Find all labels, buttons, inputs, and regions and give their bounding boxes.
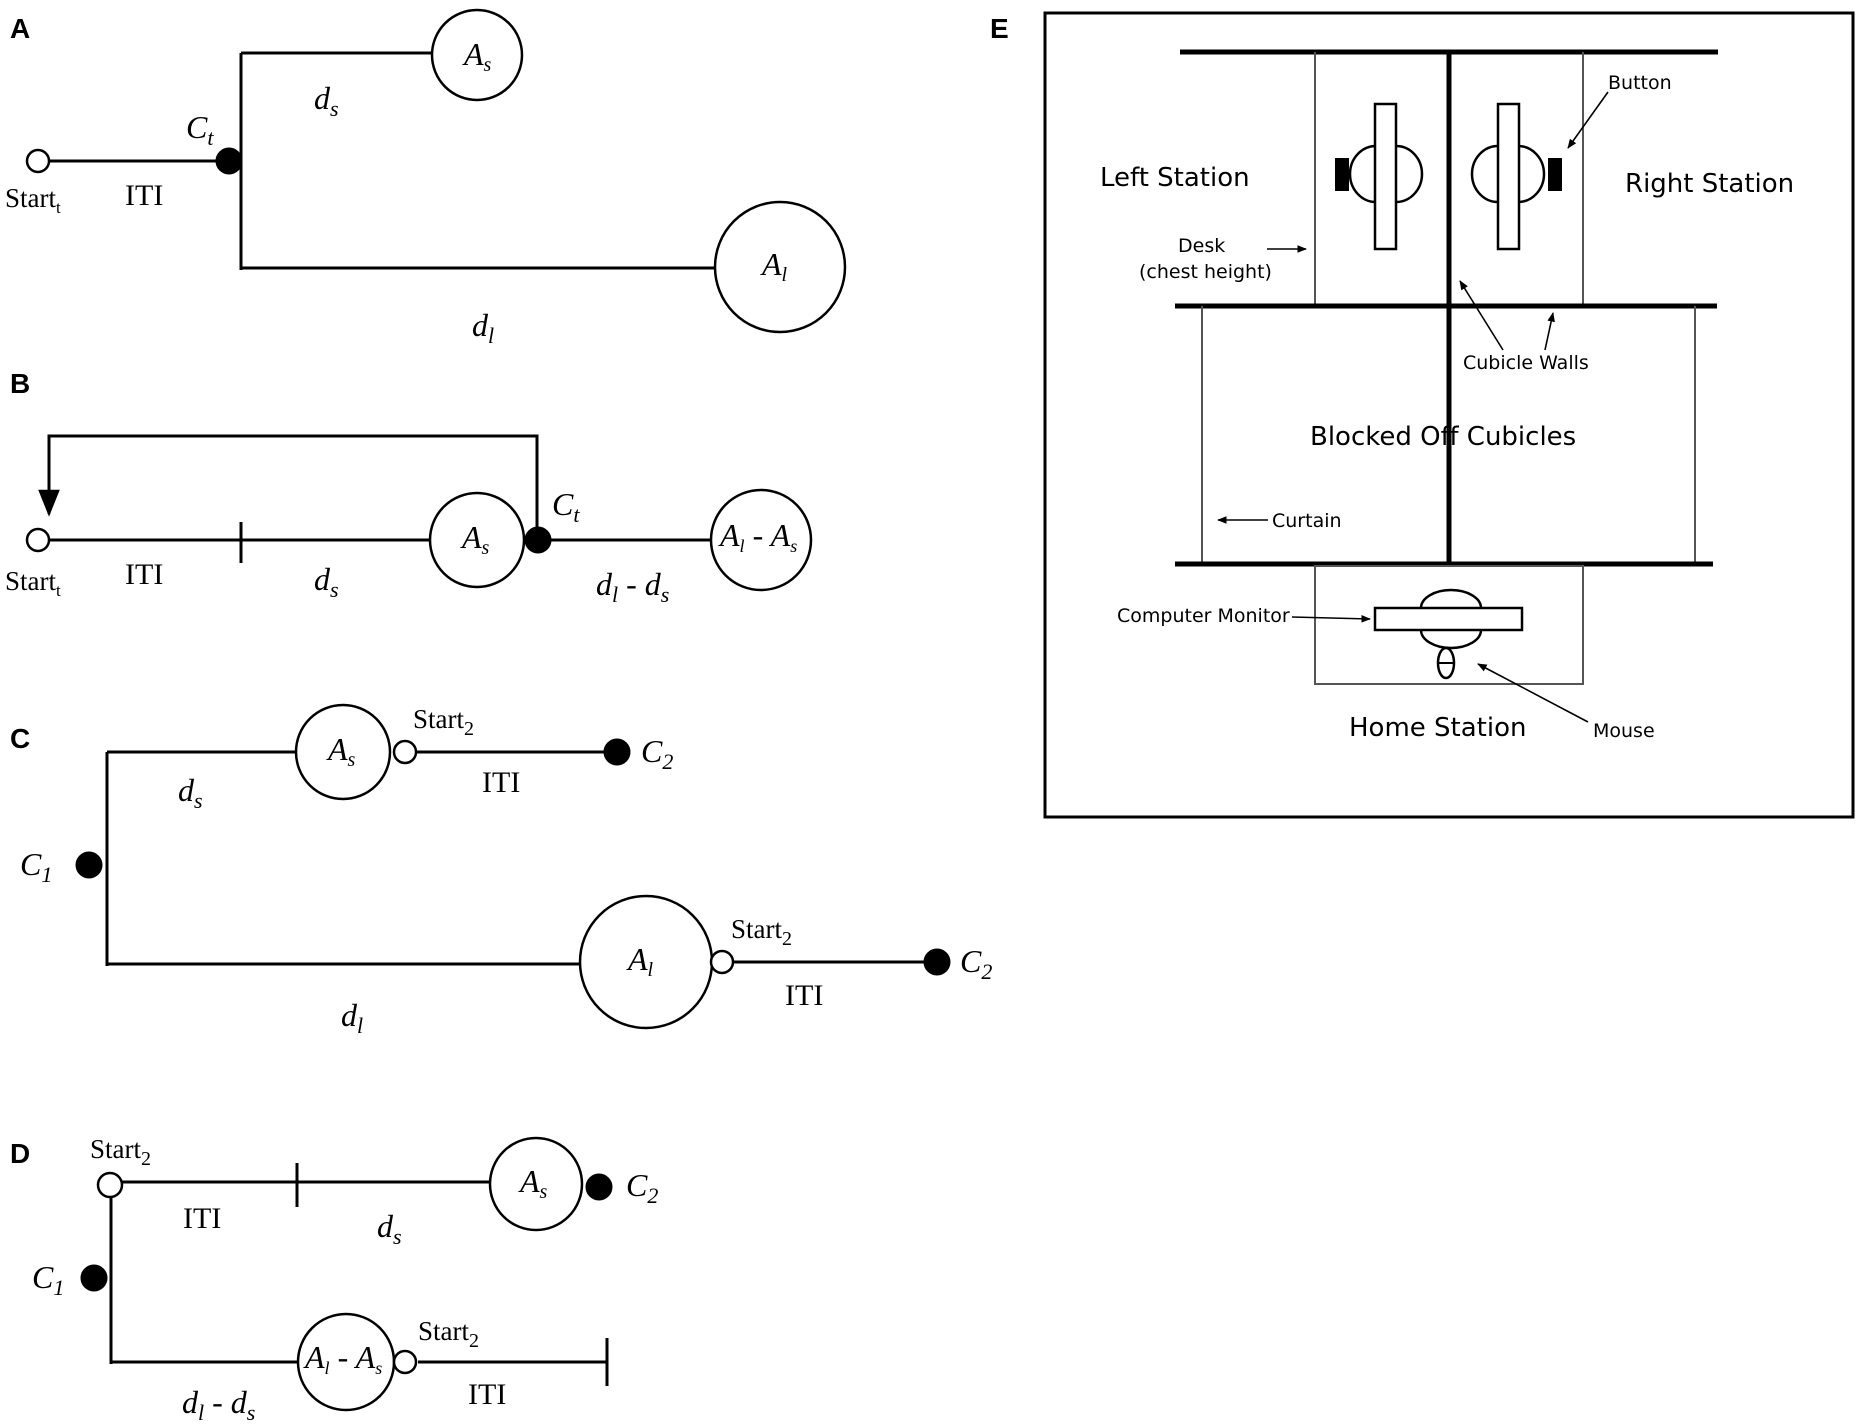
svg-text:dl: dl [341,997,363,1038]
svg-text:Ct: Ct [552,486,580,527]
panel-e-letter: E [990,13,1009,44]
svg-text:Al: Al [760,246,788,286]
svg-text:Al - As: Al - As [303,1339,382,1378]
right-monitor [1496,102,1521,251]
svg-text:C2: C2 [626,1167,658,1208]
svg-text:Al - As: Al - As [718,517,797,556]
label-curtain: Curtain [1272,510,1342,532]
start-t-node [25,527,51,553]
svg-text:Start2: Start2 [90,1134,151,1170]
node-a-l [713,200,847,334]
svg-text:Al: Al [626,941,654,981]
label-computer-monitor: Computer Monitor [1117,605,1290,627]
svg-text:C2: C2 [641,733,673,774]
choice-node-ct [524,526,552,554]
svg-text:Ct: Ct [186,109,214,150]
room-frame [1043,11,1855,819]
svg-text:As: As [460,519,490,559]
label-desk: Desk [1178,235,1225,257]
panel-d-letter: D [10,1138,30,1169]
start-2-node [392,1349,418,1375]
svg-text:As: As [326,731,356,771]
svg-text:ds: ds [314,561,339,602]
choice-node-ct [215,147,243,175]
svg-text:ITI: ITI [125,558,163,591]
label-blocked-off: Blocked Off Cubicles [1310,422,1576,452]
svg-text:C2: C2 [960,943,992,984]
svg-text:Startt: Startt [5,183,61,217]
svg-text:Startt: Startt [5,566,61,600]
svg-text:ITI: ITI [468,1378,506,1411]
right-button [1548,158,1562,191]
panel-c-letter: C [10,723,30,754]
start-2-node [96,1171,124,1199]
panel-c: C As Al Start2 Start2 ITI ITI C2 C2 C1 d… [10,703,992,1038]
choice-node-c1 [80,1264,108,1292]
label-left-station: Left Station [1100,163,1250,193]
node-a-s [428,491,526,589]
choice-node-c2 [923,948,951,976]
svg-text:ITI: ITI [183,1202,221,1235]
choice-node-c2 [585,1173,613,1201]
label-home-station: Home Station [1349,713,1526,743]
home-station-desk [1314,565,1584,685]
home-monitor [1373,606,1524,632]
svg-text:C1: C1 [32,1259,64,1300]
panel-b: B As Al - As Ct Startt ITI ds dl - ds [5,368,813,607]
choice-node-c2 [603,738,631,766]
panel-d: D Start2 Start2 As Al - As C2 C1 ITI ITI… [10,1134,658,1425]
node-al-minus-as [709,488,813,592]
svg-text:ds: ds [178,772,203,813]
node-a-s [488,1136,584,1232]
panel-a: A As Al Ct Startt ITI ds dl [5,8,847,348]
svg-text:Start2: Start2 [413,704,474,740]
start-2-node [709,949,735,975]
node-a-s [294,703,392,801]
svg-text:ITI: ITI [125,179,163,212]
svg-text:As: As [518,1163,548,1203]
label-button: Button [1608,72,1672,94]
label-desk-note: (chest height) [1139,261,1272,283]
svg-text:As: As [462,36,492,76]
start-t-node [25,148,51,174]
svg-text:ITI: ITI [785,979,823,1012]
start-2-node [392,739,418,765]
svg-text:ds: ds [314,80,339,121]
label-right-station: Right Station [1625,169,1794,199]
svg-text:ITI: ITI [482,766,520,799]
panel-a-letter: A [10,13,30,44]
svg-text:Start2: Start2 [418,1316,479,1352]
svg-text:ds: ds [377,1208,402,1249]
label-mouse: Mouse [1593,720,1655,742]
label-cubicle-walls: Cubicle Walls [1463,352,1589,374]
left-button [1335,158,1349,191]
svg-text:Start2: Start2 [731,914,792,950]
panel-b-letter: B [10,368,30,399]
svg-text:C1: C1 [20,846,52,887]
choice-node-c1 [75,851,103,879]
panel-e: E Left Station Right Station Button [990,11,1855,819]
svg-text:dl: dl [472,307,494,348]
left-monitor [1373,102,1398,251]
svg-text:dl - ds: dl - ds [182,1384,255,1425]
node-a-s [430,8,524,102]
svg-text:dl - ds: dl - ds [596,566,669,607]
